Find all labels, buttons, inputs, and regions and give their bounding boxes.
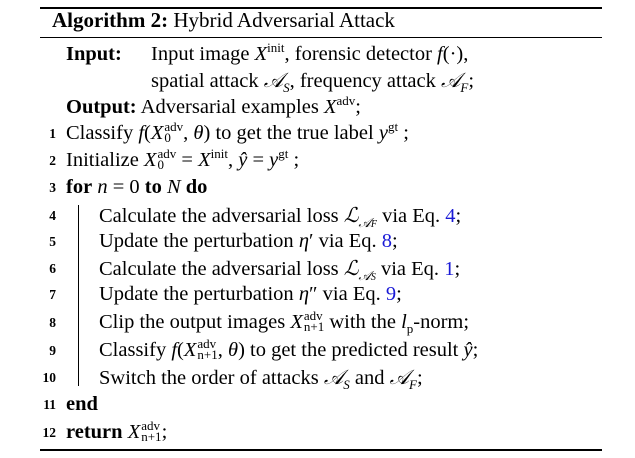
ref-eq-4[interactable]: 4 (445, 205, 456, 227)
line-number-9: 9 (49, 343, 56, 358)
bottom-rule (40, 449, 602, 451)
line-number-5: 5 (49, 234, 56, 249)
line-number-4: 4 (49, 208, 56, 223)
algo-line-3: for n = 0 to N do (66, 176, 208, 198)
algo-line-11: end (66, 393, 98, 415)
ref-eq-8[interactable]: 8 (381, 230, 393, 252)
loop-bar (78, 205, 79, 386)
ref-eq-1[interactable]: 1 (444, 258, 455, 280)
line-number-1: 1 (49, 126, 56, 141)
algorithm-title: Algorithm 2: Hybrid Adversarial Attack (52, 8, 395, 33)
algo-line-5: Update the perturbation η′ via Eq. 8; (99, 230, 398, 252)
line-number-6: 6 (49, 261, 56, 276)
input-line-1: Input image Xinit, forensic detector f(·… (151, 40, 469, 65)
algo-line-6: Calculate the adversarial loss ℒ𝒜S via E… (99, 256, 461, 285)
algorithm-name: Hybrid Adversarial Attack (173, 8, 395, 32)
ref-eq-9[interactable]: 9 (385, 283, 397, 305)
line-number-11: 11 (43, 397, 56, 412)
output-line: Output: Adversarial examples Xadv; (66, 93, 361, 118)
line-number-2: 2 (49, 153, 56, 168)
algo-line-7: Update the perturbation η″ via Eq. 9; (99, 283, 402, 305)
line-number-3: 3 (49, 180, 56, 195)
line-number-7: 7 (49, 287, 56, 302)
line-number-12: 12 (42, 425, 57, 440)
line-number-10: 10 (42, 370, 57, 385)
input-label: Input: (66, 43, 122, 65)
input-line-2: spatial attack 𝒜S, frequency attack 𝒜F; (151, 68, 475, 96)
title-rule (40, 37, 602, 38)
line-number-8: 8 (49, 315, 56, 330)
algorithm-label: Algorithm 2: (52, 8, 169, 32)
top-rule (40, 7, 602, 9)
algo-line-10: Switch the order of attacks 𝒜S and 𝒜F; (99, 365, 423, 393)
algo-line-4: Calculate the adversarial loss ℒ𝒜F via E… (99, 203, 462, 232)
